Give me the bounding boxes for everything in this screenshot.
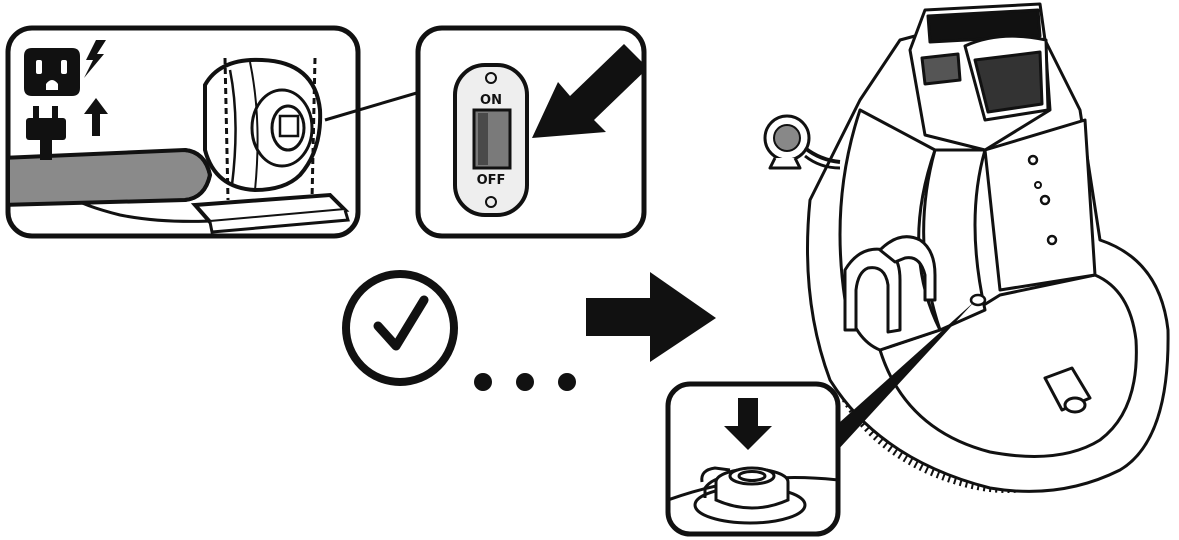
- up-arrow-icon: [84, 98, 108, 136]
- panel-drain-plug: [665, 381, 841, 537]
- panel-blower-plug: [5, 25, 361, 239]
- right-arrow-icon: [586, 272, 716, 362]
- down-arrow-icon: [724, 398, 772, 450]
- off-label: OFF: [477, 173, 506, 188]
- blower-hose: [10, 147, 213, 208]
- on-label: ON: [480, 93, 502, 108]
- screw-bottom: [485, 196, 497, 208]
- pointer-arrow-icon: [532, 44, 642, 138]
- callout-wedge: [820, 302, 974, 452]
- panel-switch: ON OFF: [415, 25, 647, 239]
- ellipsis-dots: [474, 373, 576, 391]
- clock-check-icon: [342, 270, 458, 386]
- screw-top: [485, 72, 497, 84]
- blower-unit: [190, 57, 350, 234]
- lightning-icon: [84, 40, 106, 78]
- plug-icon: [26, 106, 66, 160]
- outlet-icon: [24, 48, 80, 96]
- drain-valve: [693, 466, 807, 525]
- callout-line: [324, 90, 421, 122]
